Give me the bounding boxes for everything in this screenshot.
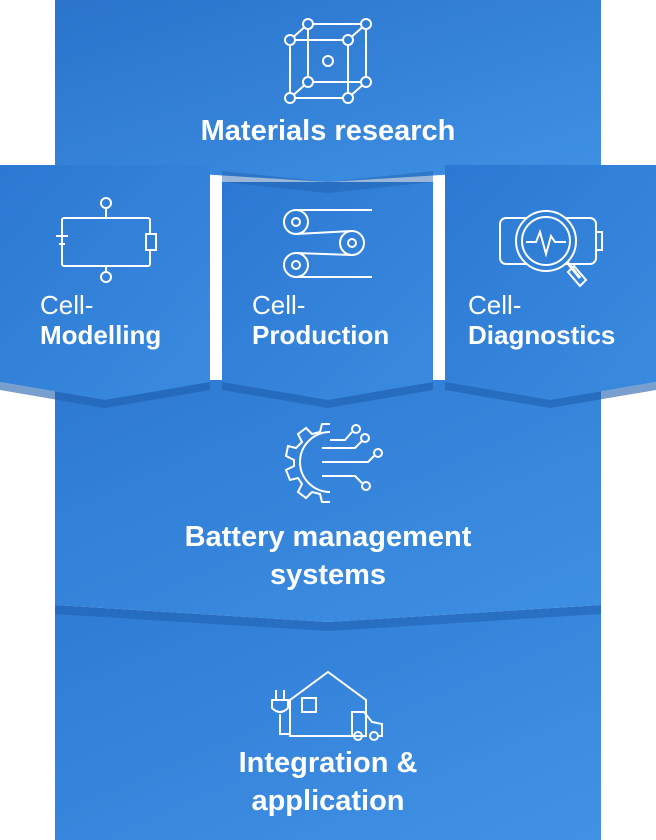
battery-magnifier-icon [499,210,603,288]
modelling-label: Cell- Modelling [40,290,161,350]
diagnostics-label: Cell- Diagnostics [468,290,615,350]
diagnostics-line2: Diagnostics [468,320,616,350]
modelling-line2: Modelling [40,320,162,350]
gear-circuit-icon [284,423,383,503]
integration-title: Integration & application [55,744,601,820]
production-panel-edge [222,382,433,408]
production-panel [222,182,433,400]
integration-title-line2: application [251,785,405,817]
circuit-battery-icon [56,197,157,283]
integration-panel [55,605,601,840]
diagnostics-panel-edge [445,382,656,408]
production-line1: Cell- [252,290,306,320]
rollers-icon [283,209,372,278]
integration-panel-edge [55,605,601,631]
modelling-panel-edge [0,382,210,408]
bms-title: Battery management systems [55,518,601,594]
diagnostics-panel [445,165,656,400]
materials-panel-edge [222,171,433,193]
bms-title-line2: systems [269,559,387,591]
integration-title-line1: Integration & [238,747,418,779]
diagnostics-line1: Cell- [468,290,522,320]
bms-title-line1: Battery management [184,521,472,553]
production-label: Cell- Production [252,290,389,350]
crystal-lattice-icon [284,18,372,104]
modelling-line1: Cell- [40,290,94,320]
materials-panel [55,0,601,182]
production-line2: Production [252,320,390,350]
materials-title: Materials research [200,115,456,147]
house-car-plug-icon [271,670,383,741]
